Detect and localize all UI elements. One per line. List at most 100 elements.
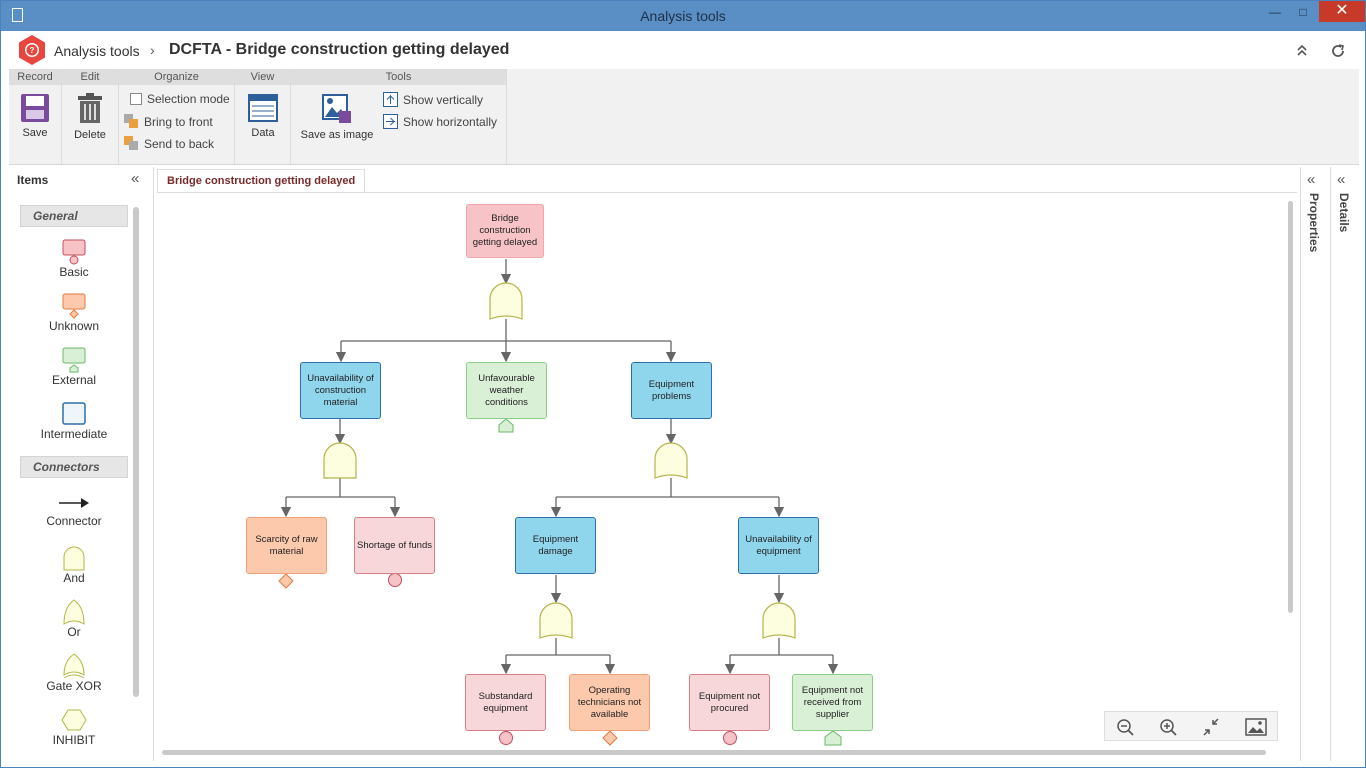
node-shortage[interactable]: Shortage of funds <box>354 517 435 574</box>
show-vertically-label: Show vertically <box>403 92 484 107</box>
breadcrumb-root[interactable]: Analysis tools <box>54 43 140 59</box>
diagram-canvas[interactable]: Bridge construction getting delayed <box>157 167 1299 761</box>
breadcrumb-separator: › <box>150 42 155 58</box>
basic-marker <box>499 731 513 745</box>
save-label: Save <box>22 127 48 139</box>
collapse-up-icon[interactable] <box>1296 44 1308 56</box>
ribbon-group-organize: Organize Selection mode Bring to front S… <box>119 69 235 164</box>
window-title: Analysis tools <box>640 8 726 24</box>
section-general[interactable]: General <box>20 205 128 227</box>
collapse-left-icon[interactable]: « <box>131 170 140 187</box>
palette-basic[interactable]: Basic <box>20 239 128 279</box>
palette-connector[interactable]: Connector <box>20 492 128 528</box>
expand-properties-icon[interactable]: « <box>1307 171 1316 188</box>
node-weather[interactable]: Unfavourable weather conditions <box>466 362 547 419</box>
maximize-button[interactable]: □ <box>1299 5 1307 19</box>
details-panel[interactable]: « Details <box>1330 167 1359 761</box>
palette-unknown[interactable]: Unknown <box>20 293 128 333</box>
ribbon-toolbar: Record Save Edit Delete Organize Selecti… <box>9 69 1359 165</box>
node-unavailability-equipment[interactable]: Unavailability of equipment <box>738 517 819 574</box>
delete-button[interactable]: Delete <box>70 93 110 141</box>
palette-external-label: External <box>51 373 97 387</box>
basic-marker <box>723 731 737 745</box>
page-title: DCFTA - Bridge construction getting dela… <box>169 41 510 58</box>
palette-and[interactable]: And <box>20 545 128 585</box>
node-scarcity[interactable]: Scarcity of raw material <box>246 517 327 574</box>
node-substandard[interactable]: Substandard equipment <box>465 674 546 731</box>
and-gate-equipment[interactable] <box>654 442 688 479</box>
save-icon <box>21 94 49 122</box>
expand-details-icon[interactable]: « <box>1337 171 1346 188</box>
node-unavailability-material[interactable]: Unavailability of construction material <box>300 362 381 419</box>
inhibit-gate-icon <box>61 709 87 731</box>
or-gate-icon <box>63 599 85 625</box>
items-panel-title: Items <box>17 173 49 187</box>
page-header: ? Analysis tools › DCFTA - Bridge constr… <box>9 31 1359 69</box>
tab-diagram[interactable]: Bridge construction getting delayed <box>157 169 366 193</box>
and-gates <box>323 282 796 639</box>
zoom-in-icon[interactable] <box>1158 718 1180 736</box>
fit-to-screen-icon[interactable] <box>1201 718 1223 736</box>
data-label: Data <box>251 127 275 139</box>
checkbox-box[interactable] <box>130 93 142 105</box>
external-marker <box>498 418 514 433</box>
palette-inhibit[interactable]: INHIBIT <box>20 707 128 747</box>
bring-to-front-button[interactable]: Bring to front <box>124 114 213 129</box>
node-equipment-problems[interactable]: Equipment problems <box>631 362 712 419</box>
palette-external[interactable]: External <box>20 347 128 387</box>
zoom-toolbar <box>1104 711 1278 741</box>
save-image-icon <box>322 94 351 123</box>
group-label: View <box>235 69 290 85</box>
node-top-event[interactable]: Bridge construction getting delayed <box>466 204 544 258</box>
save-button[interactable]: Save <box>17 93 53 139</box>
section-connectors[interactable]: Connectors <box>20 456 128 478</box>
minimize-button[interactable]: — <box>1269 5 1281 19</box>
external-event-icon <box>62 347 86 373</box>
show-horizontally-label: Show horizontally <box>403 114 498 129</box>
node-operating-technicians[interactable]: Operating technicians not available <box>569 674 650 731</box>
delete-label: Delete <box>74 129 106 141</box>
close-button[interactable]: ✕ <box>1319 1 1365 22</box>
zoom-out-icon[interactable] <box>1115 718 1137 736</box>
show-horizontally-button[interactable]: Show horizontally <box>383 114 497 129</box>
export-image-icon[interactable] <box>1245 718 1267 736</box>
group-label: Record <box>9 69 61 85</box>
node-not-received[interactable]: Equipment not received from supplier <box>792 674 873 731</box>
properties-label[interactable]: Properties <box>1307 193 1321 253</box>
and-gate-icon <box>63 546 85 571</box>
and-gate-unavailability[interactable] <box>762 602 796 639</box>
send-to-back-label: Send to back <box>144 136 215 151</box>
refresh-icon[interactable] <box>1329 42 1347 60</box>
save-as-image-button[interactable]: Save as image <box>297 93 377 141</box>
event-markers <box>278 418 842 746</box>
properties-panel[interactable]: « Properties <box>1300 167 1329 761</box>
document-icon <box>12 8 23 22</box>
unknown-marker <box>602 730 618 746</box>
bring-front-icon <box>124 114 138 128</box>
canvas-horizontal-scrollbar[interactable] <box>162 750 1266 755</box>
palette-or[interactable]: Or <box>20 599 128 639</box>
canvas-vertical-scrollbar[interactable] <box>1288 201 1293 613</box>
trash-icon <box>78 93 102 123</box>
unknown-event-icon <box>62 293 86 319</box>
and-gate-top[interactable] <box>489 282 523 320</box>
selection-mode-checkbox[interactable]: Selection mode <box>130 92 230 106</box>
data-button[interactable]: Data <box>243 93 283 139</box>
and-gate-material[interactable] <box>323 442 357 479</box>
xor-gate-icon <box>63 653 85 679</box>
node-equipment-damage[interactable]: Equipment damage <box>515 517 596 574</box>
external-marker <box>824 730 842 746</box>
palette-unknown-label: Unknown <box>48 319 100 333</box>
send-to-back-button[interactable]: Send to back <box>124 136 214 151</box>
palette-and-label: And <box>63 571 85 585</box>
ribbon-group-record: Record Save <box>9 69 62 164</box>
show-vertically-button[interactable]: Show vertically <box>383 92 483 107</box>
diagram-connectors <box>278 259 842 746</box>
details-label[interactable]: Details <box>1337 193 1351 233</box>
node-not-procured[interactable]: Equipment not procured <box>689 674 770 731</box>
and-gate-damage[interactable] <box>539 602 573 639</box>
items-scrollbar[interactable] <box>133 207 139 697</box>
palette-intermediate[interactable]: Intermediate <box>20 401 128 441</box>
palette-gate-xor[interactable]: Gate XOR <box>20 653 128 693</box>
